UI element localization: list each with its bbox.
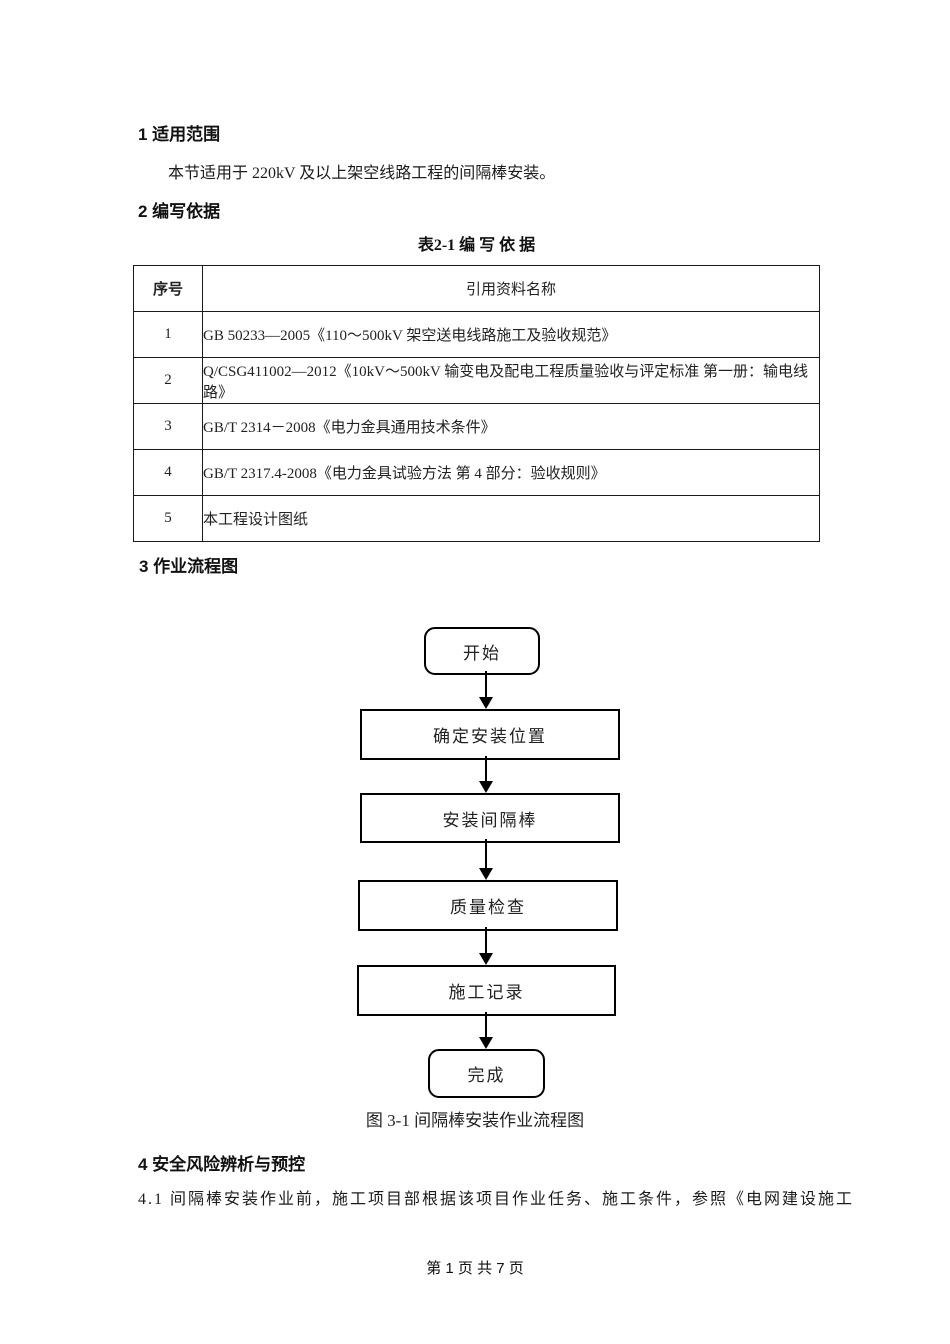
flowchart-node-position: 确定安装位置 bbox=[360, 709, 620, 760]
section-2-heading: 2 编写依据 bbox=[138, 202, 221, 221]
arrow-head bbox=[479, 953, 493, 965]
row-reference: 本工程设计图纸 bbox=[202, 495, 820, 542]
row-serial: 1 bbox=[133, 311, 203, 358]
table-row: 4 GB/T 2317.4-2008《电力金具试验方法 第 4 部分：验收规则》 bbox=[133, 449, 820, 496]
arrow-head bbox=[479, 1037, 493, 1049]
flowchart-node-record: 施工记录 bbox=[357, 965, 616, 1016]
row-serial: 5 bbox=[133, 495, 203, 542]
section-1-body: 本节适用于 220kV 及以上架空线路工程的间隔棒安装。 bbox=[168, 165, 556, 182]
arrow-down-icon bbox=[479, 839, 493, 880]
arrow-head bbox=[479, 697, 493, 709]
arrow-head bbox=[479, 781, 493, 793]
table-row: 5 本工程设计图纸 bbox=[133, 495, 820, 542]
section-4-heading: 4 安全风险辨析与预控 bbox=[138, 1155, 306, 1174]
arrow-down-icon bbox=[479, 1012, 493, 1049]
flowchart-node-start: 开始 bbox=[424, 627, 540, 675]
table-header-name: 引用资料名称 bbox=[202, 265, 820, 312]
reference-table: 序号 引用资料名称 1 GB 50233—2005《110～500kV 架空送电… bbox=[133, 265, 820, 542]
arrow-line bbox=[485, 927, 487, 954]
flowchart-node-finish: 完成 bbox=[428, 1049, 545, 1098]
row-reference: GB/T 2314－2008《电力金具通用技术条件》 bbox=[202, 403, 820, 450]
section-4-body: 4.1 间隔棒安装作业前，施工项目部根据该项目作业任务、施工条件，参照《电网建设… bbox=[138, 1191, 855, 1208]
table-row: 3 GB/T 2314－2008《电力金具通用技术条件》 bbox=[133, 403, 820, 450]
row-serial: 3 bbox=[133, 403, 203, 450]
row-serial: 2 bbox=[133, 357, 203, 404]
table-row: 1 GB 50233—2005《110～500kV 架空送电线路施工及验收规范》 bbox=[133, 311, 820, 358]
table-row: 2 Q/CSG411002—2012《10kV～500kV 输变电及配电工程质量… bbox=[133, 357, 820, 404]
table-header-serial: 序号 bbox=[133, 265, 203, 312]
table-header-row: 序号 引用资料名称 bbox=[133, 265, 820, 312]
row-reference: GB 50233—2005《110～500kV 架空送电线路施工及验收规范》 bbox=[202, 311, 820, 358]
page-footer: 第 1 页 共 7 页 bbox=[426, 1260, 524, 1277]
row-reference: Q/CSG411002—2012《10kV～500kV 输变电及配电工程质量验收… bbox=[202, 357, 820, 404]
arrow-line bbox=[485, 839, 487, 869]
row-serial: 4 bbox=[133, 449, 203, 496]
flowchart-node-quality-check: 质量检查 bbox=[358, 880, 618, 931]
section-1-heading: 1 适用范围 bbox=[138, 125, 221, 144]
arrow-line bbox=[485, 756, 487, 782]
arrow-down-icon bbox=[479, 756, 493, 793]
row-reference: GB/T 2317.4-2008《电力金具试验方法 第 4 部分：验收规则》 bbox=[202, 449, 820, 496]
figure-caption: 图 3-1 间隔棒安装作业流程图 bbox=[365, 1111, 585, 1130]
table-title: 表2-1 编 写 依 据 bbox=[417, 237, 536, 254]
flowchart-node-install: 安装间隔棒 bbox=[360, 793, 620, 843]
arrow-down-icon bbox=[479, 671, 493, 709]
arrow-down-icon bbox=[479, 927, 493, 965]
section-3-heading: 3 作业流程图 bbox=[139, 557, 239, 576]
arrow-line bbox=[485, 671, 487, 698]
arrow-line bbox=[485, 1012, 487, 1038]
arrow-head bbox=[479, 868, 493, 880]
